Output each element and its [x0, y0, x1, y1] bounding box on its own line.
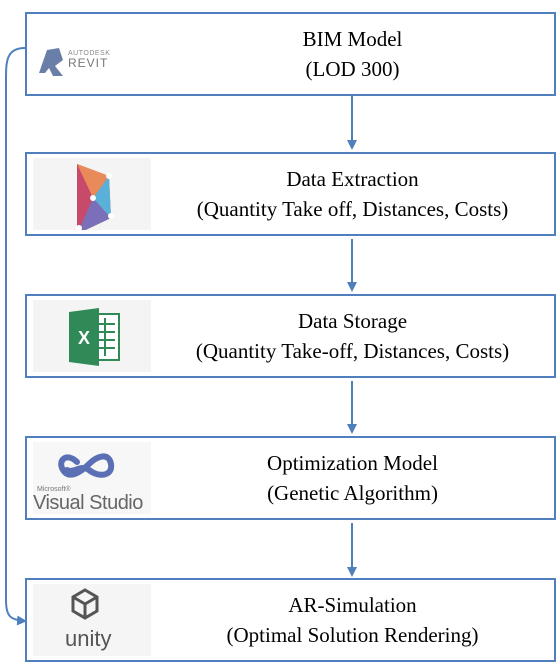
vs-logo-text: Visual Studio: [33, 492, 143, 514]
step-ar-simulation: unity AR-Simulation (Optimal Solution Re…: [25, 578, 556, 662]
step-subtitle: (Quantity Take off, Distances, Costs): [196, 197, 509, 221]
vs-logo-small-text: Microsoft®: [37, 486, 71, 493]
step-data-extraction: Data Extraction (Quantity Take off, Dist…: [25, 152, 556, 236]
step-subtitle: (Optimal Solution Rendering): [226, 623, 479, 647]
revit-logo-text: REVIT: [68, 56, 109, 70]
step-title: Data Extraction: [286, 167, 419, 191]
step-bim-model: AUTODESK REVIT BIM Model (LOD 300): [25, 12, 556, 96]
step-title: Optimization Model: [267, 451, 438, 475]
unity-logo: unity: [33, 584, 151, 656]
unity-logo-text: unity: [65, 626, 112, 651]
excel-logo: X: [33, 300, 151, 372]
visual-studio-logo: Microsoft® Visual Studio: [33, 442, 151, 514]
step-optimization-model: Microsoft® Visual Studio Optimization Mo…: [25, 436, 556, 520]
revit-logo-small-text: AUTODESK: [68, 50, 111, 57]
step-data-storage: X Data Storage (Quantity Take-off, Dista…: [25, 294, 556, 378]
step-title: Data Storage: [297, 309, 408, 333]
step-subtitle: (Genetic Algorithm): [267, 481, 438, 505]
dynamo-logo: [33, 158, 151, 230]
autodesk-revit-logo: AUTODESK REVIT: [33, 18, 151, 90]
svg-text:X: X: [78, 328, 90, 348]
feedback-arrow: [5, 47, 27, 626]
step-subtitle: (Quantity Take-off, Distances, Costs): [195, 339, 510, 363]
step-subtitle: (LOD 300): [305, 57, 400, 81]
step-title: BIM Model: [302, 27, 403, 51]
step-title: AR-Simulation: [288, 593, 417, 617]
